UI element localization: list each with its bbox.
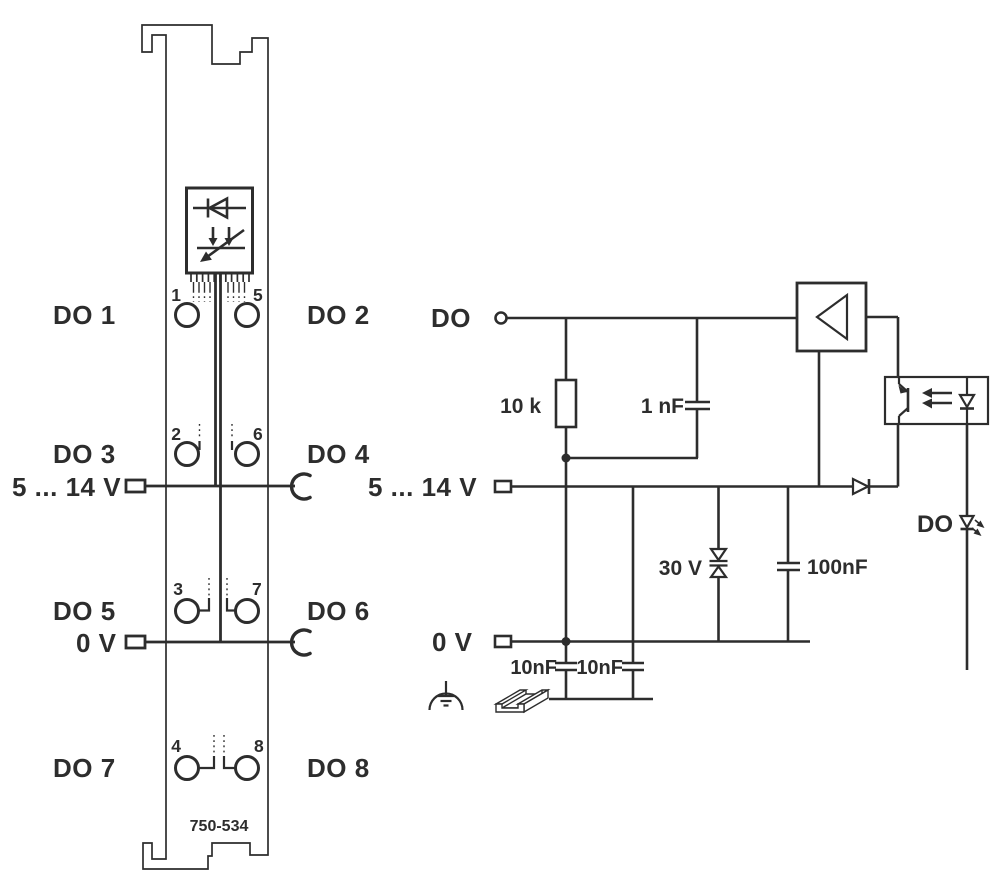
supply-jumper-contact-icon	[289, 472, 312, 501]
channel-label-do4: DO 4	[307, 439, 370, 469]
channel-label-do2: DO 2	[307, 300, 370, 330]
terminal-7	[234, 598, 260, 624]
supply-capacitor-label: 100nF	[807, 556, 868, 579]
tvs-value-label: 30 V	[659, 557, 702, 580]
input-capacitor-icon	[685, 318, 710, 458]
din-rail-icon	[493, 688, 551, 714]
channel-label-do7: DO 7	[53, 753, 116, 783]
diode-icon	[851, 477, 898, 496]
schematic-supply-terminal-icon	[493, 479, 513, 494]
resistor-value-label: 10 k	[500, 395, 541, 418]
channel-label-do1: DO 1	[53, 300, 116, 330]
terminal-number-6: 6	[253, 424, 263, 444]
terminal-number-2: 2	[171, 424, 181, 444]
status-led-icon	[958, 514, 985, 536]
supply-capacitor-icon	[777, 486, 800, 642]
do-input-terminal-icon	[494, 311, 508, 325]
terminal-1	[174, 302, 200, 328]
terminal-2	[174, 441, 200, 467]
schematic-zero-terminal-icon	[493, 634, 513, 649]
terminal-number-8: 8	[254, 736, 264, 756]
fe-capacitor-1-label: 10nF	[510, 657, 557, 679]
terminal-row-4	[174, 735, 260, 781]
supply-terminal-icon	[124, 478, 147, 494]
tvs-diode-icon	[708, 486, 729, 642]
channel-schematic: DO 10 k 1 nF 5 ... 14 V	[368, 281, 990, 714]
terminal-8	[234, 755, 260, 781]
amplifier-icon	[795, 281, 868, 353]
channel-label-do3: DO 3	[53, 439, 116, 469]
channel-label-do6: DO 6	[307, 596, 370, 626]
terminal-4	[174, 755, 200, 781]
terminal-number-1: 1	[171, 285, 181, 305]
input-capacitor-label: 1 nF	[641, 395, 684, 418]
terminal-row-1	[174, 302, 260, 328]
schematic-supply-label: 5 ... 14 V	[368, 472, 477, 502]
terminal-5	[234, 302, 260, 328]
terminal-6	[234, 441, 260, 467]
channel-label-do5: DO 5	[53, 596, 116, 626]
zero-jumper-contact-icon	[289, 628, 312, 657]
terminal-row-2	[174, 424, 260, 467]
schematic-do-input-label: DO	[431, 303, 471, 333]
fe-capacitor-2-label: 10nF	[576, 657, 623, 679]
terminal-row-3	[174, 578, 260, 624]
module-id-label: 750-534	[190, 818, 249, 835]
terminal-number-4: 4	[171, 736, 181, 756]
resistor-icon	[554, 378, 578, 429]
status-led-block-icon	[185, 186, 254, 282]
schematic-zero-label: 0 V	[432, 627, 473, 657]
terminal-number-7: 7	[252, 579, 262, 599]
module-zero-label: 0 V	[76, 628, 117, 658]
terminal-number-5: 5	[253, 285, 263, 305]
terminal-number-3: 3	[173, 579, 183, 599]
functional-earth-icon	[428, 681, 464, 711]
zero-terminal-icon	[124, 634, 147, 650]
fe-capacitor-1-icon	[555, 641, 577, 699]
io-module: 1 5 2 6 3 7 4 8 DO 1 DO 2 DO 3 DO 4 DO 5…	[12, 24, 370, 870]
module-supply-label: 5 ... 14 V	[12, 472, 121, 502]
channel-label-do8: DO 8	[307, 753, 370, 783]
optocoupler-icon	[883, 375, 990, 426]
status-led-label: DO	[917, 511, 953, 538]
fe-capacitor-2-icon	[622, 486, 644, 699]
ribbon-wires	[192, 282, 246, 302]
terminal-3	[174, 598, 200, 624]
